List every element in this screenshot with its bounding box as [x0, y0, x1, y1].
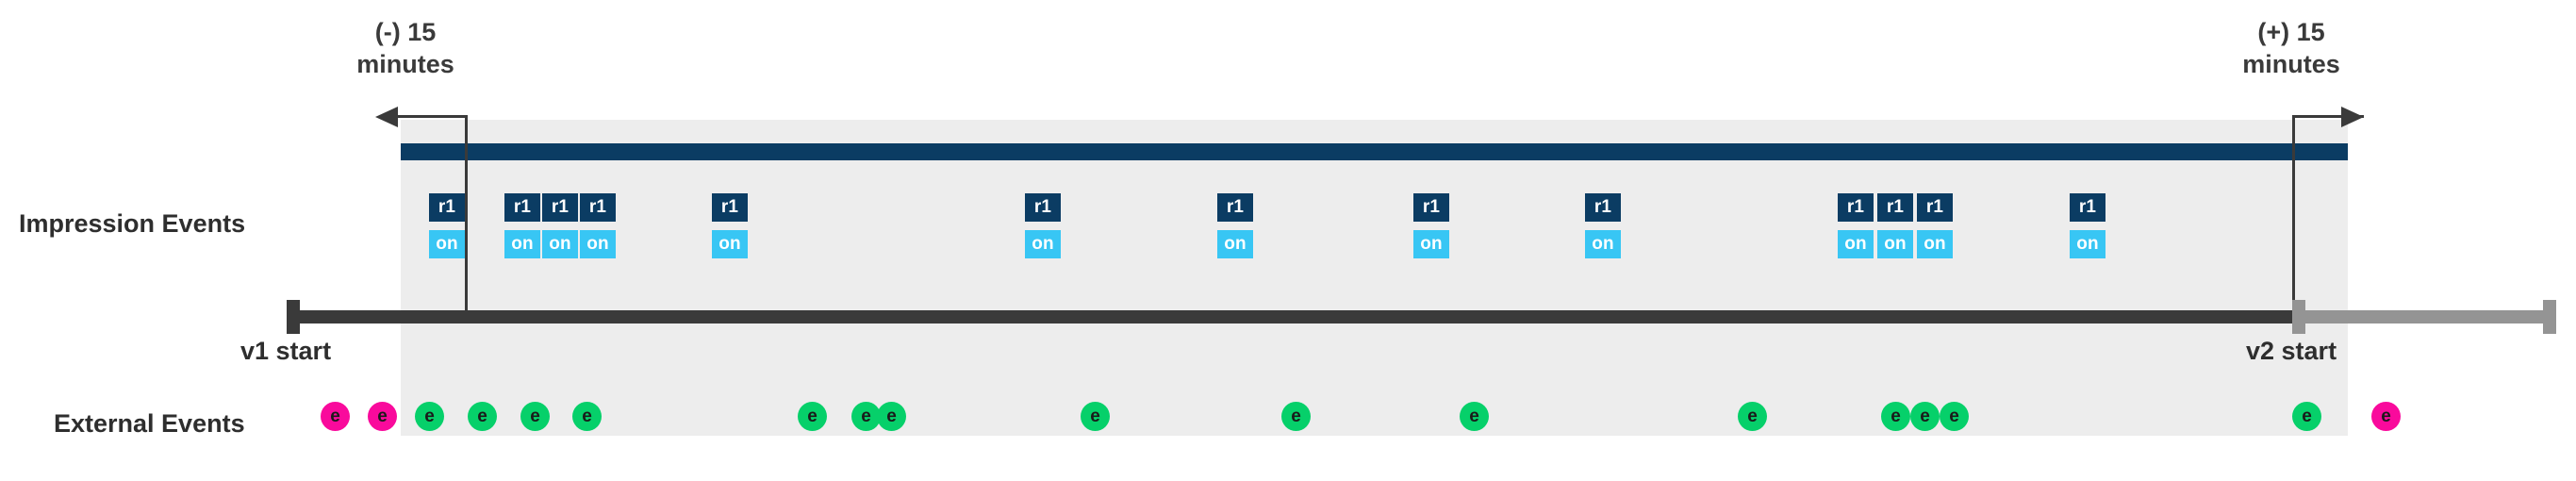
impression-event-badge: r1 on — [1917, 193, 1953, 258]
impression-badge-state-label: on — [1917, 230, 1953, 258]
v2-end-cap — [2543, 300, 2556, 334]
impression-event-badge: r1 on — [542, 193, 578, 258]
v2-start-cap — [2292, 300, 2305, 334]
external-event-dot: e — [1460, 402, 1489, 431]
attribution-window-band — [401, 120, 2348, 436]
impression-badge-state-label: on — [1838, 230, 1874, 258]
external-event-dot: e — [2371, 402, 2401, 431]
external-event-dot: e — [1881, 402, 1910, 431]
impression-badge-state-label: on — [429, 230, 465, 258]
external-event-dot: e — [1738, 402, 1767, 431]
v1-start-caption: v1 start — [240, 337, 332, 365]
external-event-dot: e — [1910, 402, 1940, 431]
impression-badge-state-label: on — [1877, 230, 1913, 258]
external-event-dot: e — [368, 402, 397, 431]
impression-badge-version-label: r1 — [1413, 193, 1449, 222]
right-window-label-line2: minutes — [2242, 49, 2340, 78]
impression-badge-state-label: on — [2070, 230, 2105, 258]
external-event-dot: e — [798, 402, 827, 431]
external-event-dot: e — [1281, 402, 1311, 431]
impression-event-badge: r1 on — [1025, 193, 1061, 258]
external-event-dot: e — [468, 402, 497, 431]
impression-event-badge: r1 on — [429, 193, 465, 258]
impression-event-badge: r1 on — [1838, 193, 1874, 258]
impression-event-badge: r1 on — [504, 193, 540, 258]
external-event-dot: e — [851, 402, 881, 431]
row-label-impression-events: Impression Events — [19, 209, 246, 238]
external-event-dot: e — [877, 402, 906, 431]
left-boundary-line — [465, 115, 468, 323]
v1-version-bar — [401, 143, 2348, 160]
impression-event-badge: r1 on — [2070, 193, 2105, 258]
impression-event-badge: r1 on — [580, 193, 616, 258]
right-boundary-line — [2292, 115, 2295, 323]
left-window-label-line1: (-) 15 — [374, 18, 437, 46]
impression-badge-state-label: on — [1585, 230, 1621, 258]
impression-badge-version-label: r1 — [1025, 193, 1061, 222]
impression-badge-version-label: r1 — [1877, 193, 1913, 222]
left-window-label: (-) 15 minutes — [311, 17, 500, 81]
right-window-label-line1: (+) 15 — [2257, 18, 2325, 46]
impression-event-badge: r1 on — [1585, 193, 1621, 258]
row-label-external-events: External Events — [54, 409, 245, 438]
right-arrow-icon — [2341, 107, 2364, 127]
external-event-dot: e — [520, 402, 550, 431]
right-boundary-arm — [2292, 115, 2364, 118]
right-window-label: (+) 15 minutes — [2197, 17, 2386, 81]
impression-event-badge: r1 on — [1217, 193, 1253, 258]
external-event-dot: e — [572, 402, 602, 431]
impression-badge-state-label: on — [1025, 230, 1061, 258]
impression-badge-state-label: on — [1217, 230, 1253, 258]
left-boundary-arm — [396, 115, 468, 118]
external-event-dot: e — [1081, 402, 1110, 431]
v1-timeline-bar — [287, 310, 2295, 323]
v2-timeline-bar — [2292, 310, 2556, 323]
impression-event-badge: r1 on — [712, 193, 748, 258]
impression-badge-state-label: on — [1413, 230, 1449, 258]
external-event-dot: e — [2292, 402, 2321, 431]
external-event-dot: e — [321, 402, 350, 431]
impression-event-badge: r1 on — [1877, 193, 1913, 258]
impression-badge-version-label: r1 — [504, 193, 540, 222]
impression-badge-version-label: r1 — [1217, 193, 1253, 222]
left-window-label-line2: minutes — [356, 49, 454, 78]
impression-badge-version-label: r1 — [429, 193, 465, 222]
impression-event-badge: r1 on — [1413, 193, 1449, 258]
impression-badge-version-label: r1 — [580, 193, 616, 222]
impression-badge-version-label: r1 — [712, 193, 748, 222]
v2-start-caption: v2 start — [2246, 337, 2337, 365]
external-event-dot: e — [415, 402, 444, 431]
impression-badge-version-label: r1 — [1585, 193, 1621, 222]
v1-start-cap — [287, 300, 300, 334]
impression-badge-version-label: r1 — [2070, 193, 2105, 222]
impression-badge-state-label: on — [542, 230, 578, 258]
impression-badge-version-label: r1 — [542, 193, 578, 222]
impression-badge-version-label: r1 — [1917, 193, 1953, 222]
impression-badge-state-label: on — [712, 230, 748, 258]
external-event-dot: e — [1940, 402, 1969, 431]
impression-badge-state-label: on — [580, 230, 616, 258]
left-arrow-icon — [375, 107, 398, 127]
impression-badge-state-label: on — [504, 230, 540, 258]
impression-badge-version-label: r1 — [1838, 193, 1874, 222]
